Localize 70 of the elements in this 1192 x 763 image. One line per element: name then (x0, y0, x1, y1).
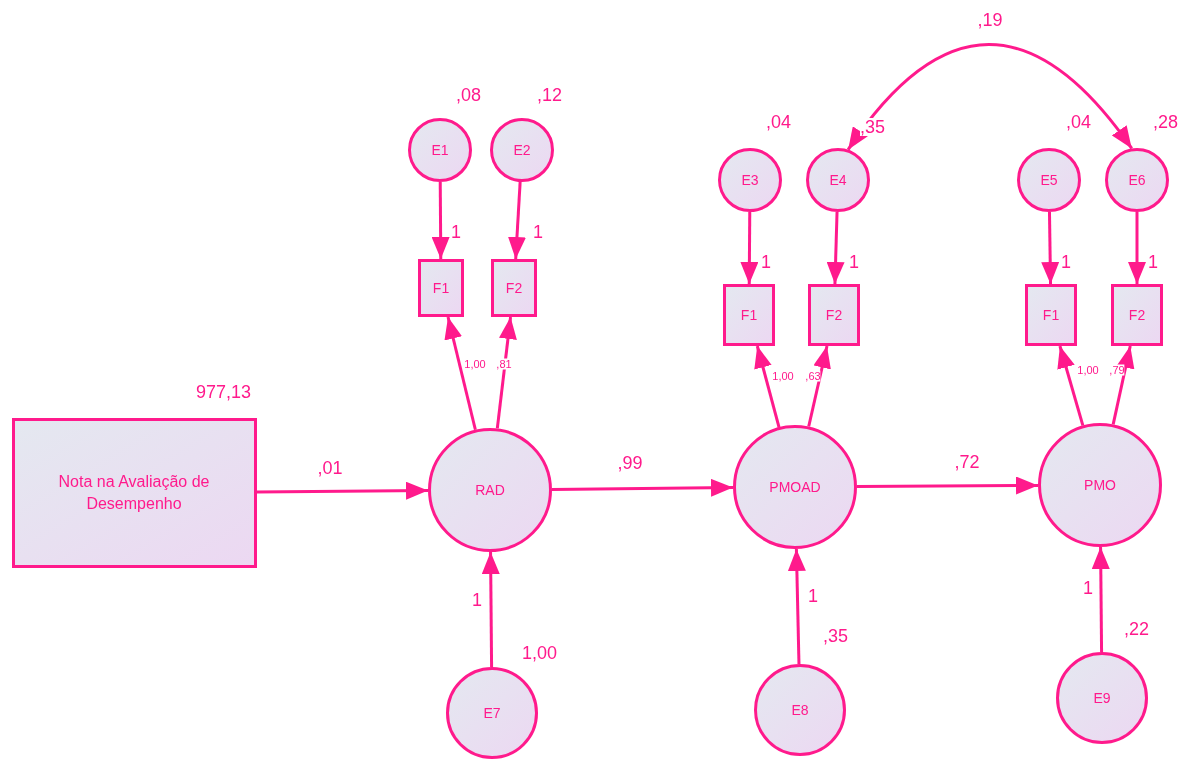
arrow (495, 316, 517, 429)
estimate-value: ,04 (766, 113, 792, 131)
arrow (857, 476, 1038, 495)
node-label: F2 (825, 306, 843, 325)
edge-label: 1 (849, 253, 859, 271)
edge-label: ,19 (977, 11, 1003, 29)
node-label: E6 (1128, 171, 1146, 190)
arrow (807, 345, 831, 427)
edge-label: ,63 (805, 370, 821, 382)
edge-label: 1 (1061, 253, 1071, 271)
edge-label: 1 (808, 587, 818, 605)
estimate-value: ,35 (823, 627, 849, 645)
node-label: F2 (505, 279, 523, 298)
arrow (507, 181, 526, 260)
node-label: PMO (1084, 476, 1116, 495)
indicator-box (808, 284, 860, 346)
edge-label: 1 (472, 591, 482, 609)
indicator-box (723, 284, 775, 346)
node-label: E3 (741, 171, 759, 190)
node-label: E4 (829, 171, 847, 190)
edge-label: ,01 (317, 459, 343, 477)
arrow (826, 211, 845, 285)
arrow (431, 182, 450, 259)
estimate-value: 977,13 (196, 383, 252, 401)
edge-label: ,72 (954, 453, 980, 471)
observed-variable-box (11, 418, 257, 568)
node-label: RAD (475, 481, 505, 500)
edge-label: 1,00 (464, 358, 486, 370)
estimate-value: ,08 (456, 86, 482, 104)
indicator-box (1111, 284, 1163, 346)
node-label: Nota na Avaliação de Desempenho (57, 472, 211, 514)
arrow (552, 478, 733, 497)
node-label: E8 (791, 701, 809, 720)
node-label: E5 (1040, 171, 1058, 190)
node-label: E2 (513, 141, 531, 160)
arrow (1128, 212, 1146, 284)
arrow (740, 212, 759, 284)
edge-label: ,79 (1109, 364, 1125, 376)
estimate-value: ,12 (537, 86, 563, 104)
edge-label: 1 (1083, 579, 1093, 597)
estimate-value: 1,00 (522, 644, 558, 662)
edge-label: 1,00 (1077, 364, 1099, 376)
node-label: F1 (432, 279, 450, 298)
indicator-box (1025, 284, 1077, 346)
edge-label: 1 (761, 253, 771, 271)
node-label: E1 (431, 141, 449, 160)
estimate-value: ,28 (1153, 113, 1179, 131)
node-label: F1 (1042, 306, 1060, 325)
node-label: PMOAD (769, 478, 821, 497)
edge-label: ,81 (496, 358, 512, 370)
arrow (256, 481, 428, 500)
edge-label: ,99 (617, 454, 643, 472)
estimate-value: ,22 (1124, 620, 1150, 638)
indicator-box (491, 259, 537, 317)
estimate-value: ,35 (860, 118, 886, 136)
arrow (481, 552, 500, 667)
arrow (1111, 345, 1135, 425)
node-label: E7 (483, 704, 501, 723)
arrow (1041, 211, 1060, 285)
node-label: F1 (740, 306, 758, 325)
arrow (1091, 547, 1110, 652)
edge-label: 1,00 (772, 370, 794, 382)
edge-label: 1 (451, 223, 461, 241)
arrow (787, 548, 806, 665)
indicator-box (418, 259, 464, 317)
estimate-value: ,04 (1066, 113, 1092, 131)
edge-label: 1 (533, 223, 543, 241)
node-label: E9 (1093, 689, 1111, 708)
edge-label: 1 (1148, 253, 1158, 271)
node-label: F2 (1128, 306, 1146, 325)
